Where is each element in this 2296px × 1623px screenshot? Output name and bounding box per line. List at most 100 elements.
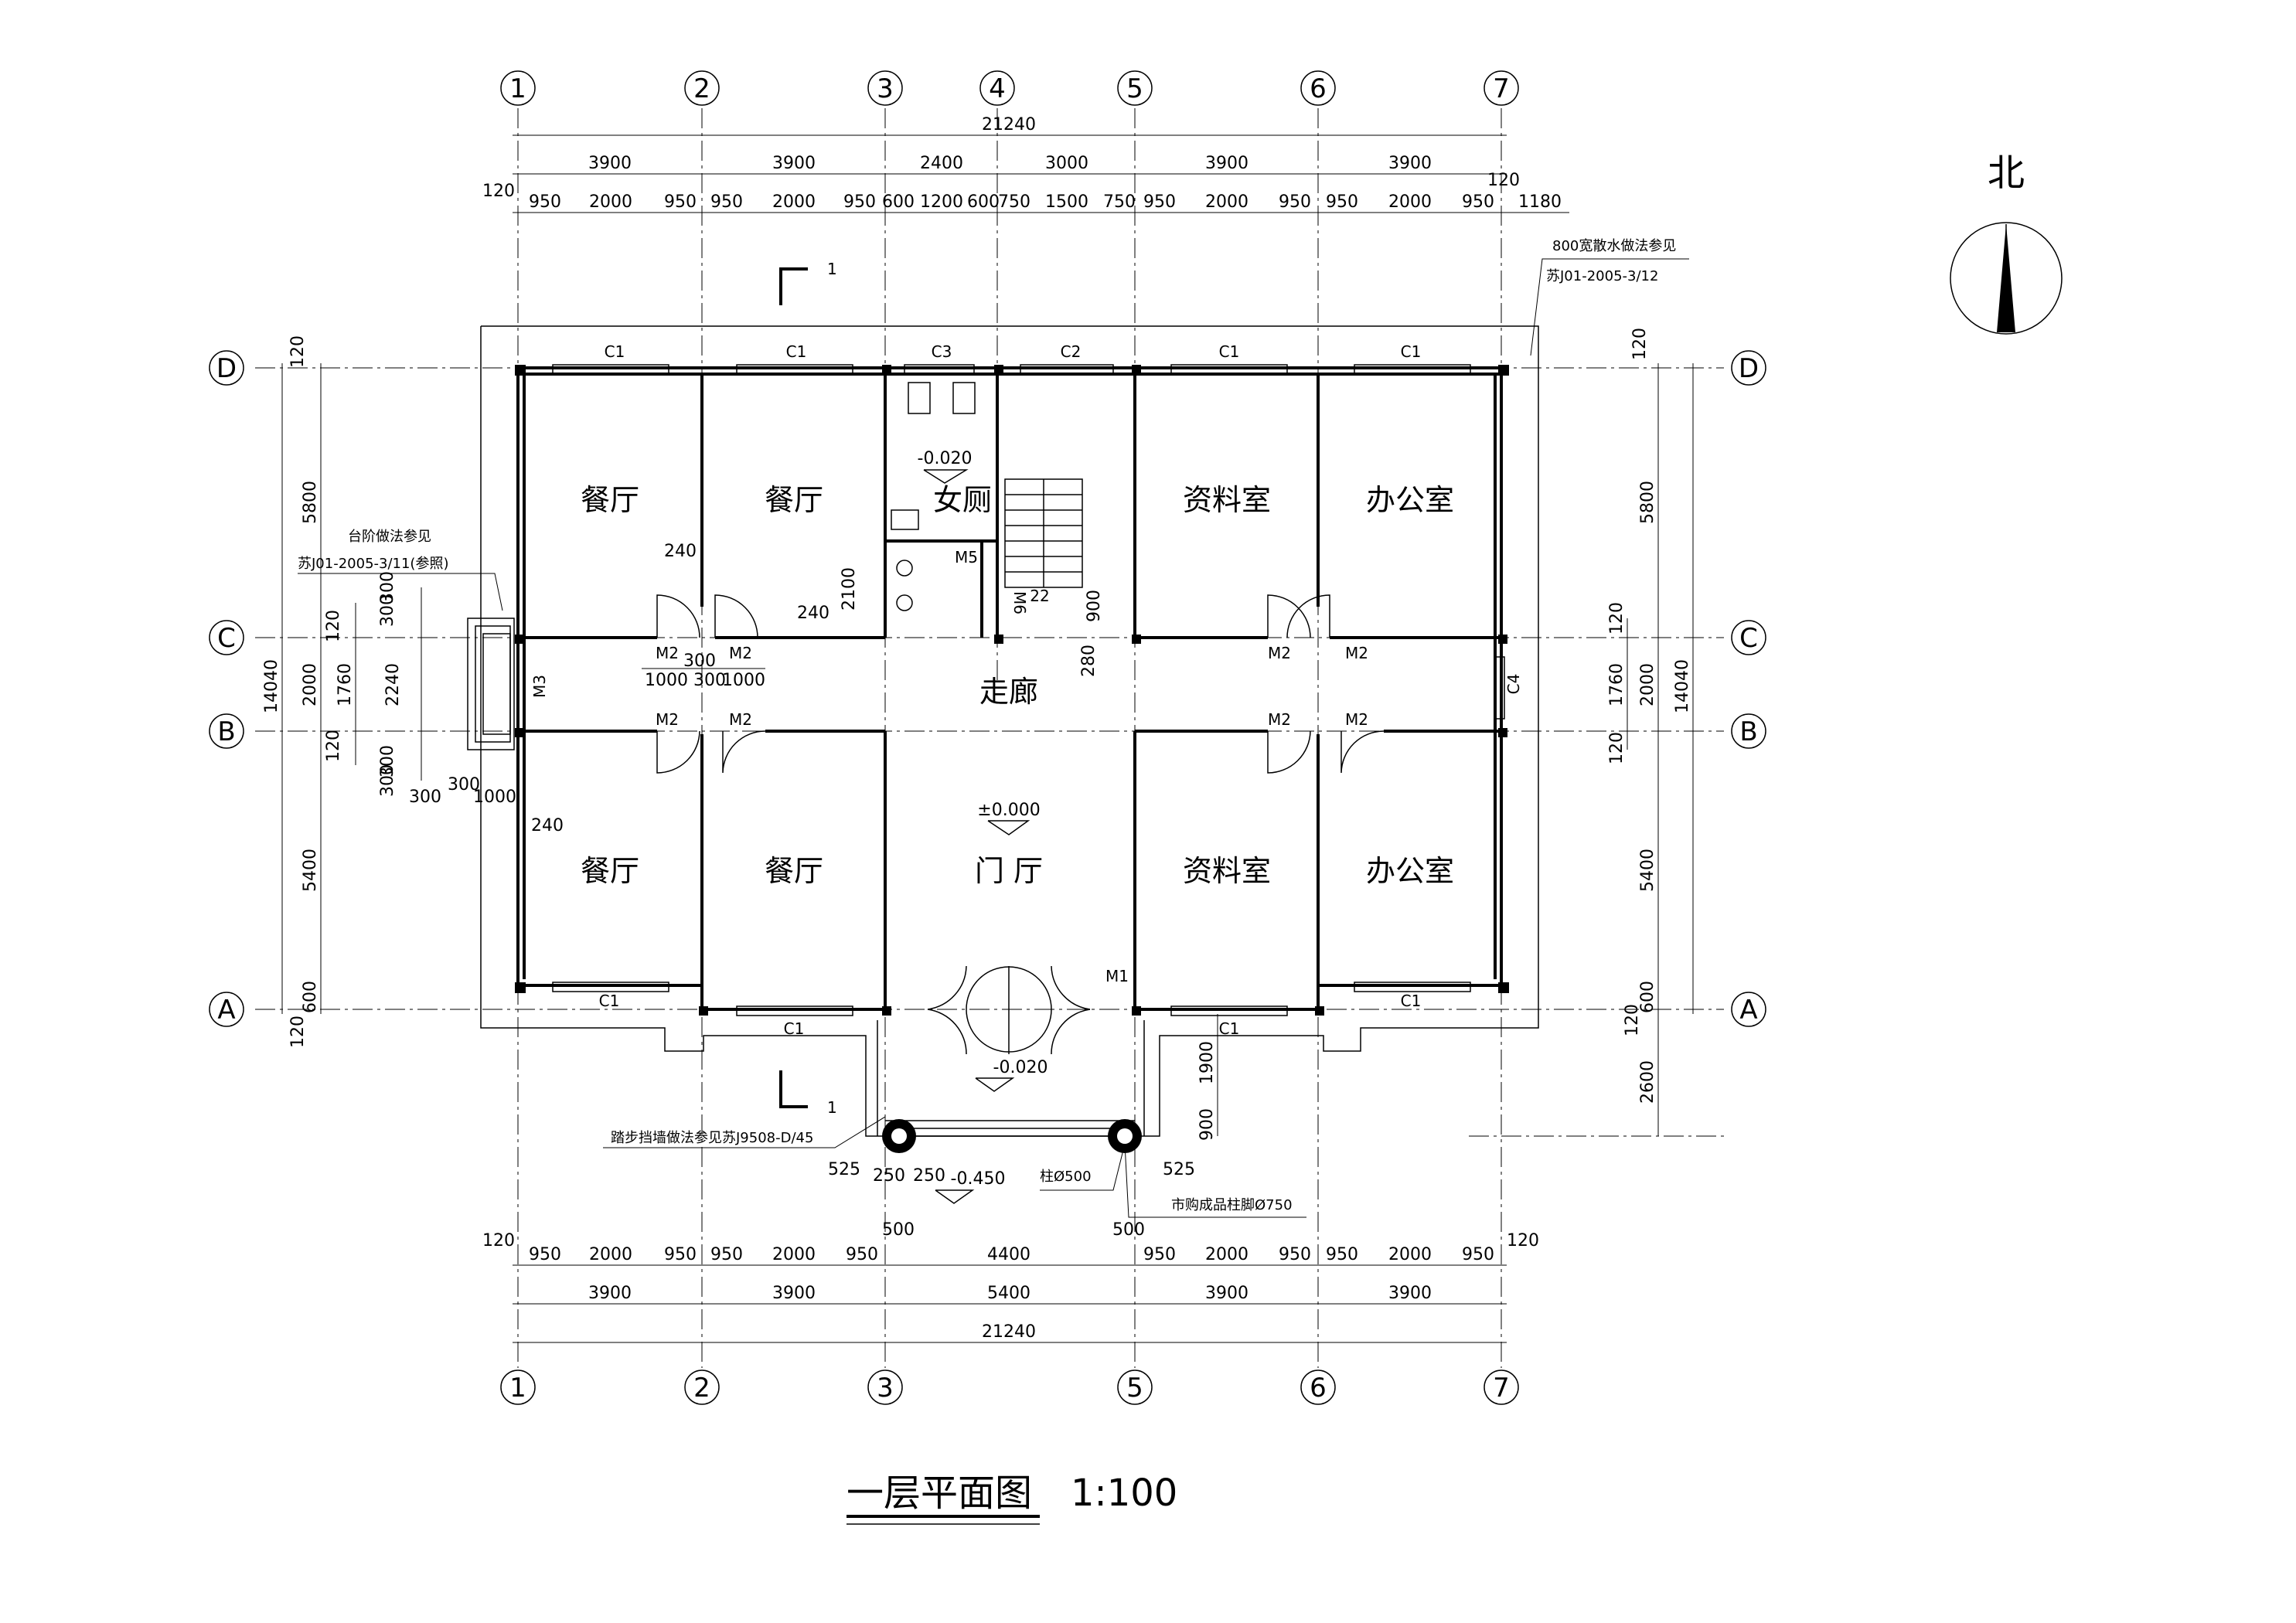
- inner-dimensions: 240 240 240 2100 900 280 1000 300 300 10…: [409, 542, 1195, 1240]
- svg-text:M6: M6: [1010, 591, 1029, 614]
- svg-text:4400: 4400: [987, 1245, 1030, 1264]
- svg-text:120: 120: [1607, 732, 1627, 764]
- room-office-1: 办公室: [1366, 483, 1454, 517]
- svg-text:950: 950: [1279, 192, 1311, 212]
- svg-text:280: 280: [1079, 645, 1099, 677]
- axis-bubble-2-top: 2: [684, 70, 720, 106]
- axis-bubbles-bottom: 1 2 3 5 6 7: [500, 1370, 1519, 1405]
- svg-text:5: 5: [1126, 73, 1143, 104]
- left-dimensions: 14040 5800 2000 5400 120 120 120 600 120…: [262, 335, 422, 1048]
- svg-text:D: D: [216, 353, 237, 384]
- svg-text:2000: 2000: [772, 192, 816, 212]
- svg-text:1200: 1200: [920, 192, 963, 212]
- svg-text:600: 600: [1638, 981, 1657, 1013]
- svg-text:250: 250: [873, 1166, 905, 1186]
- axis-bubble-2-bottom: 2: [684, 1370, 720, 1405]
- svg-text:300: 300: [378, 594, 397, 627]
- svg-text:柱Ø500: 柱Ø500: [1040, 1169, 1092, 1185]
- axis-bubble-B-right: B: [1731, 713, 1766, 749]
- svg-text:C1: C1: [786, 342, 807, 361]
- axis-bubble-A-right: A: [1731, 992, 1766, 1027]
- svg-text:1000: 1000: [722, 671, 765, 690]
- svg-text:950: 950: [664, 1245, 697, 1264]
- svg-text:950: 950: [710, 1245, 743, 1264]
- axis-bubble-6-bottom: 6: [1300, 1370, 1336, 1405]
- svg-text:6: 6: [1310, 1373, 1327, 1404]
- stair-and-fixtures: [891, 382, 1083, 611]
- svg-text:950: 950: [1462, 1245, 1494, 1264]
- svg-text:1180: 1180: [1518, 192, 1562, 212]
- svg-text:950: 950: [710, 192, 743, 212]
- svg-text:750: 750: [1103, 192, 1136, 212]
- room-dining-2: 餐厅: [765, 483, 823, 517]
- svg-text:120: 120: [1607, 602, 1627, 635]
- svg-text:M2: M2: [1345, 644, 1368, 662]
- svg-text:-0.020: -0.020: [918, 449, 973, 468]
- axis-bubble-5-top: 5: [1117, 70, 1153, 106]
- axis-bubbles-right: D C B A: [1731, 350, 1766, 1027]
- svg-text:北: 北: [1988, 151, 2025, 195]
- svg-text:2400: 2400: [920, 154, 963, 173]
- svg-text:3900: 3900: [1205, 154, 1248, 173]
- svg-text:250: 250: [913, 1166, 945, 1186]
- svg-text:3900: 3900: [772, 1284, 816, 1303]
- svg-text:C1: C1: [1401, 342, 1422, 361]
- svg-text:C1: C1: [599, 992, 620, 1010]
- room-dining-3: 餐厅: [581, 854, 639, 888]
- axis-bubble-D-right: D: [1731, 350, 1766, 386]
- svg-text:M2: M2: [1268, 710, 1291, 729]
- svg-text:C2: C2: [1061, 342, 1082, 361]
- svg-text:7: 7: [1493, 1373, 1510, 1404]
- svg-text:M2: M2: [656, 710, 679, 729]
- building-outline: [480, 325, 1539, 1137]
- svg-text:3900: 3900: [1388, 1284, 1432, 1303]
- svg-text:600: 600: [301, 981, 320, 1013]
- svg-text:120: 120: [482, 182, 515, 201]
- svg-text:1900: 1900: [1197, 1041, 1217, 1084]
- svg-text:台阶做法参见: 台阶做法参见: [348, 529, 431, 545]
- svg-text:120: 120: [1630, 328, 1650, 360]
- svg-text:A: A: [217, 995, 235, 1026]
- svg-text:C1: C1: [784, 1019, 805, 1038]
- svg-text:240: 240: [797, 604, 829, 623]
- right-dimensions: 5800 2000 5400 14040 120 120 120 120 600…: [1197, 328, 1694, 1141]
- drawing-title-block: 一层平面图 1:100: [847, 1472, 1177, 1525]
- svg-text:600: 600: [882, 192, 915, 212]
- svg-text:1: 1: [509, 73, 526, 104]
- axis-bubble-7-bottom: 7: [1484, 1370, 1519, 1405]
- svg-text:2: 2: [693, 1373, 710, 1404]
- svg-text:市购成品柱脚Ø750: 市购成品柱脚Ø750: [1171, 1197, 1293, 1213]
- room-office-2: 办公室: [1366, 854, 1454, 888]
- svg-text:B: B: [217, 716, 235, 747]
- svg-text:5: 5: [1126, 1373, 1143, 1404]
- svg-text:6: 6: [1310, 73, 1327, 104]
- svg-text:3900: 3900: [588, 1284, 632, 1303]
- svg-text:120: 120: [1507, 1231, 1539, 1250]
- svg-text:1000: 1000: [645, 671, 688, 690]
- svg-text:600: 600: [967, 192, 1000, 212]
- svg-text:苏J01-2005-3/12: 苏J01-2005-3/12: [1546, 268, 1658, 284]
- svg-text:M5: M5: [955, 548, 978, 567]
- structural-columns: [515, 365, 1509, 1016]
- porch-columns: [882, 1119, 1142, 1153]
- svg-text:950: 950: [1143, 1245, 1176, 1264]
- svg-text:2000: 2000: [589, 1245, 632, 1264]
- svg-text:800宽散水做法参见: 800宽散水做法参见: [1552, 238, 1676, 254]
- svg-text:950: 950: [1462, 192, 1494, 212]
- svg-text:950: 950: [846, 1245, 878, 1264]
- svg-text:120: 120: [1487, 171, 1520, 190]
- svg-text:500: 500: [1112, 1220, 1145, 1240]
- svg-text:2000: 2000: [1388, 1245, 1432, 1264]
- svg-text:1: 1: [509, 1373, 526, 1404]
- svg-text:300: 300: [378, 764, 397, 797]
- svg-text:M2: M2: [1268, 644, 1291, 662]
- svg-text:950: 950: [1279, 1245, 1311, 1264]
- svg-text:3900: 3900: [588, 154, 632, 173]
- svg-text:5400: 5400: [987, 1284, 1030, 1303]
- svg-text:D: D: [1739, 353, 1759, 384]
- svg-text:M2: M2: [729, 644, 752, 662]
- svg-text:B: B: [1739, 716, 1757, 747]
- svg-text:3900: 3900: [1205, 1284, 1248, 1303]
- svg-text:M1: M1: [1105, 967, 1129, 985]
